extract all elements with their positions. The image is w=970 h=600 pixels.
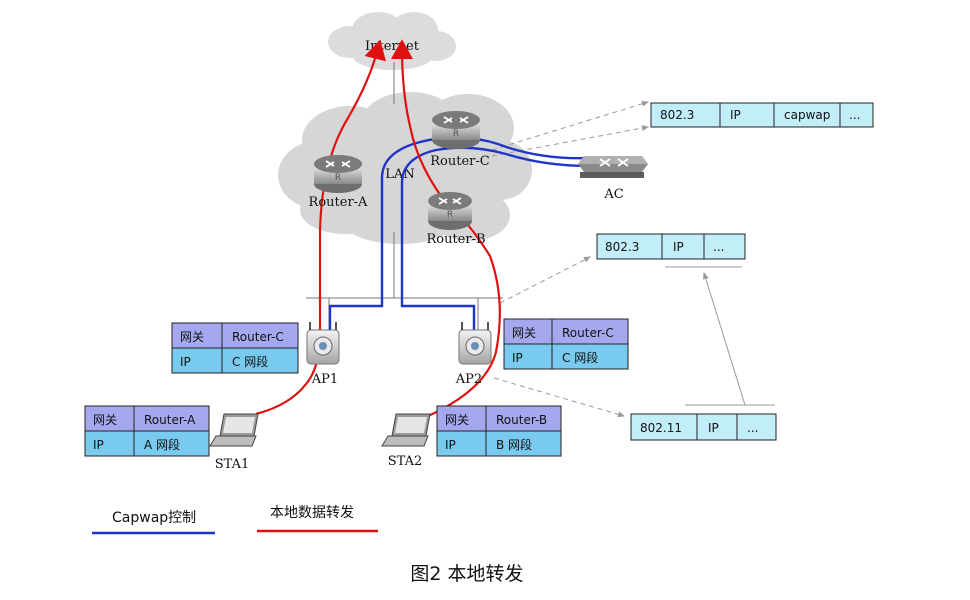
ap1-config-table: 网关 Router-C IP C 网段 bbox=[171, 322, 299, 374]
ap1-table-key-2: IP bbox=[180, 355, 191, 369]
wireless-frame: 802.11 IP ... bbox=[630, 413, 777, 441]
sta1-table-key-2: IP bbox=[93, 438, 104, 452]
sta2-label: STA2 bbox=[388, 454, 423, 469]
capwap-frame-field-1: 802.3 bbox=[660, 108, 694, 122]
svg-text:R: R bbox=[453, 129, 459, 139]
internet-label: Internet bbox=[365, 39, 420, 54]
router-c-icon: R bbox=[432, 111, 480, 149]
legend: Capwap控制 本地数据转发 bbox=[92, 505, 378, 535]
router-a-label: Router-A bbox=[309, 195, 369, 210]
ap2-table-key-1: 网关 bbox=[512, 326, 536, 340]
capwap-frame-field-3: capwap bbox=[784, 108, 830, 122]
local-forwarding-paths bbox=[255, 39, 501, 419]
sta1-config-table: 网关 Router-A IP A 网段 bbox=[84, 405, 210, 457]
sta1-table-key-1: 网关 bbox=[93, 413, 117, 427]
svg-text:R: R bbox=[447, 210, 453, 220]
ap1-table-value-2: C 网段 bbox=[232, 354, 268, 369]
wired-frame-field-2: IP bbox=[673, 240, 684, 254]
ap2-label: AP2 bbox=[455, 372, 482, 387]
ap1-table-key-1: 网关 bbox=[180, 330, 204, 344]
ap2-table-value-2: C 网段 bbox=[562, 350, 598, 365]
lan-label: LAN bbox=[385, 167, 414, 182]
sta1-table-value-1: Router-A bbox=[144, 413, 196, 427]
router-b-icon: R bbox=[428, 192, 472, 230]
capwap-frame-field-2: IP bbox=[730, 108, 741, 122]
figure-caption: 图2 本地转发 bbox=[410, 563, 523, 585]
wired-frame-field-1: 802.3 bbox=[605, 240, 639, 254]
ap1-table-value-1: Router-C bbox=[232, 330, 284, 344]
ap1-icon bbox=[306, 322, 340, 365]
sta2-laptop-icon bbox=[381, 413, 431, 447]
wireless-frame-field-2: IP bbox=[708, 421, 719, 435]
legend-capwap-label: Capwap控制 bbox=[112, 510, 196, 526]
wired-frame: 802.3 IP ... bbox=[596, 233, 746, 260]
ap2-icon bbox=[458, 322, 492, 365]
frame-arrows bbox=[491, 100, 775, 418]
sta1-table-value-2: A 网段 bbox=[144, 437, 180, 452]
sta2-table-value-1: Router-B bbox=[496, 413, 547, 427]
capwap-frame-field-4: ... bbox=[849, 108, 860, 122]
sta1-laptop-icon bbox=[209, 413, 259, 447]
sta2-table-key-2: IP bbox=[445, 438, 456, 452]
ap2-config-table: 网关 Router-C IP C 网段 bbox=[503, 318, 629, 370]
ac-switch-icon bbox=[578, 156, 648, 178]
sta2-table-value-2: B 网段 bbox=[496, 437, 532, 452]
wireless-frame-field-1: 802.11 bbox=[640, 421, 682, 435]
wired-frame-field-3: ... bbox=[713, 240, 724, 254]
ap2-table-key-2: IP bbox=[512, 351, 523, 365]
router-c-label: Router-C bbox=[430, 154, 490, 169]
legend-local-label: 本地数据转发 bbox=[270, 505, 354, 521]
sta2-table-key-1: 网关 bbox=[445, 413, 469, 427]
router-b-label: Router-B bbox=[426, 232, 485, 247]
sta2-config-table: 网关 Router-B IP B 网段 bbox=[436, 405, 562, 457]
svg-text:R: R bbox=[335, 173, 341, 183]
router-a-icon: R bbox=[314, 155, 362, 193]
sta1-label: STA1 bbox=[215, 457, 250, 472]
ac-label: AC bbox=[603, 187, 623, 202]
internet-cloud: Internet bbox=[328, 12, 456, 70]
capwap-frame: 802.3 IP capwap ... bbox=[650, 102, 874, 128]
ap2-table-value-1: Router-C bbox=[562, 326, 614, 340]
wireless-frame-field-3: ... bbox=[747, 421, 758, 435]
ap1-label: AP1 bbox=[311, 372, 338, 387]
